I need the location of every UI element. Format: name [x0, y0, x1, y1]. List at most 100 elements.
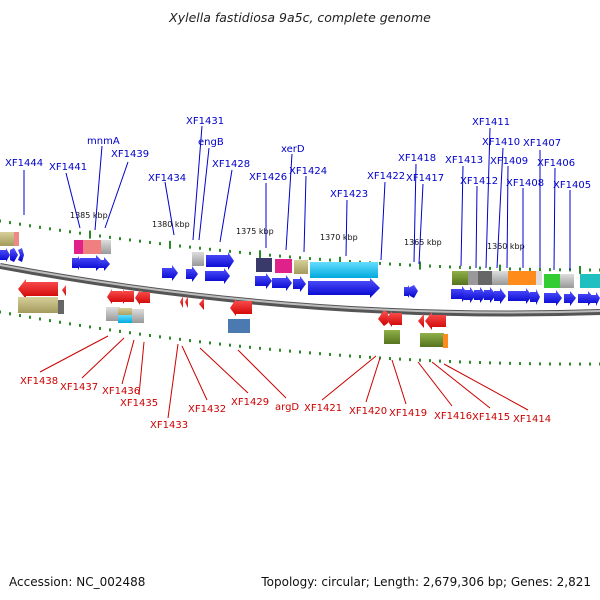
tick-mark: [529, 362, 531, 366]
gene-label-XF1422: XF1422: [367, 171, 405, 182]
tick-mark: [49, 319, 51, 323]
forward-gene-arrows: [0, 248, 600, 306]
tick-mark: [129, 238, 131, 242]
tick-mark: [219, 248, 221, 252]
tick-mark: [229, 343, 231, 347]
tick-mark: [19, 314, 21, 318]
tick-mark: [159, 335, 161, 339]
tick-mark: [109, 235, 111, 239]
tick-mark: [29, 224, 31, 228]
tick-mark: [99, 326, 101, 330]
tick-mark: [269, 347, 271, 351]
tick-mark: [59, 320, 61, 324]
gene-label-XF1416: XF1416: [434, 411, 472, 422]
feature-blocks-top: [0, 232, 600, 288]
tick-mark: [509, 361, 511, 365]
tick-mark: [79, 231, 81, 235]
gene-label-XF1432: XF1432: [188, 404, 226, 415]
tick-mark: [559, 268, 561, 272]
tick-mark: [319, 352, 321, 356]
tick-mark: [449, 265, 451, 269]
tick-mark: [419, 261, 421, 270]
tick-mark: [119, 329, 121, 333]
tick-mark: [409, 263, 411, 267]
tick-mark: [519, 362, 521, 366]
tick-mark: [559, 362, 561, 366]
gene-label-XF1408: XF1408: [506, 178, 544, 189]
tick-mark: [469, 360, 471, 364]
gene-label-XF1424: XF1424: [289, 166, 327, 177]
tick-mark: [159, 242, 161, 246]
tick-mark: [459, 360, 461, 364]
tick-mark: [139, 239, 141, 243]
gene-label-XF1411: XF1411: [472, 117, 510, 128]
tick-mark: [39, 225, 41, 229]
gene-label-XF1437: XF1437: [60, 382, 98, 393]
tick-mark: [89, 230, 91, 239]
gene-label-XF1435: XF1435: [120, 398, 158, 409]
tick-mark: [419, 358, 421, 362]
tick-mark: [399, 357, 401, 361]
tick-mark: [9, 221, 11, 225]
kbp-label-1380: 1380 kbp: [152, 220, 190, 229]
tick-mark: [479, 266, 481, 270]
tick-mark: [379, 356, 381, 360]
tick-mark: [549, 362, 551, 366]
tick-mark: [449, 360, 451, 363]
tick-mark: [499, 264, 501, 273]
tick-mark: [339, 256, 341, 265]
tick-mark: [549, 268, 551, 272]
gene-label-argD: argD: [275, 402, 299, 413]
tick-mark: [329, 352, 331, 356]
tick-mark: [179, 337, 181, 341]
tick-mark: [149, 334, 151, 337]
tick-mark: [249, 251, 251, 255]
tick-mark: [279, 254, 281, 258]
gene-label-XF1431: XF1431: [186, 116, 224, 127]
tick-mark: [589, 362, 591, 366]
tick-mark: [39, 317, 41, 321]
tick-mark: [209, 247, 211, 251]
tick-mark: [479, 361, 481, 365]
tick-mark: [49, 227, 51, 231]
gene-label-XF1441: XF1441: [49, 162, 87, 173]
tick-mark: [289, 349, 291, 353]
topology-label: Topology: circular; Length: 2,679,306 bp…: [261, 575, 591, 589]
tick-mark: [0, 310, 1, 314]
tick-mark: [119, 237, 121, 241]
gene-label-XF1439: XF1439: [111, 149, 149, 160]
tick-mark: [469, 266, 471, 270]
tick-mark: [69, 322, 71, 326]
tick-mark: [139, 332, 141, 336]
reverse-gene-labels: XF1438 XF1437 XF1436 XF1435 XF1433 XF143…: [20, 376, 551, 431]
gene-label-XF1414: XF1414: [513, 414, 551, 425]
tick-mark: [439, 359, 441, 363]
tick-mark: [59, 228, 61, 232]
tick-mark: [179, 244, 181, 248]
gene-label-XF1438: XF1438: [20, 376, 58, 387]
tick-mark: [189, 339, 191, 343]
tick-mark: [579, 362, 581, 366]
scale-ticks-inner: [0, 310, 600, 366]
gene-label-XF1444: XF1444: [5, 158, 43, 169]
tick-mark: [369, 355, 371, 359]
tick-mark: [279, 348, 281, 352]
gene-label-XF1410: XF1410: [482, 137, 520, 148]
forward-leader-lines: [23, 125, 571, 271]
reverse-leader-lines: [39, 335, 529, 419]
gene-label-XF1428: XF1428: [212, 159, 250, 170]
tick-mark: [89, 325, 91, 329]
tick-mark: [299, 350, 301, 354]
tick-mark: [169, 336, 171, 340]
gene-label-XF1409: XF1409: [490, 156, 528, 167]
tick-mark: [79, 323, 81, 327]
tick-mark: [429, 359, 431, 363]
gene-label-XF1406: XF1406: [537, 158, 575, 169]
tick-mark: [409, 358, 411, 362]
accession-label: Accession: NC_002488: [9, 575, 146, 589]
tick-mark: [269, 253, 271, 257]
tick-mark: [439, 265, 441, 269]
tick-mark: [109, 328, 111, 332]
gene-label-XF1418: XF1418: [398, 153, 436, 164]
